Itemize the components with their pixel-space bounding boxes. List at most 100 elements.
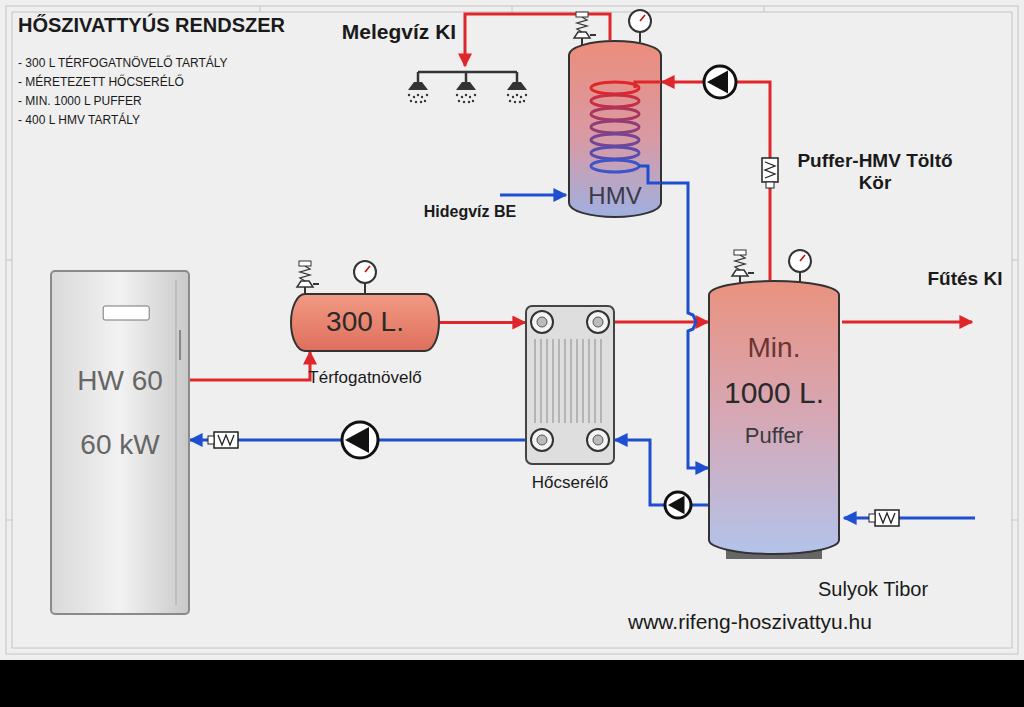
shower-head	[516, 94, 518, 96]
spec-list-item: - 400 L HMV TARTÁLY	[18, 114, 140, 128]
free-label: - MIN. 1000 L PUFFER	[18, 95, 142, 109]
circulation-pump	[707, 70, 728, 93]
pressure-gauge	[365, 266, 370, 272]
free-label: Melegvíz KI	[338, 20, 460, 44]
coil-winding	[591, 95, 639, 107]
shower-head	[456, 72, 476, 103]
pressure-gauge	[800, 255, 805, 261]
pipe-connector	[662, 82, 770, 280]
plate-line	[571, 339, 572, 423]
shower-head	[456, 82, 476, 90]
shower-head	[520, 96, 522, 98]
circulation-pump	[668, 496, 685, 515]
shower-head	[415, 101, 417, 103]
shower-head	[509, 100, 511, 102]
valve-symbol	[879, 513, 895, 523]
shower-head	[516, 72, 519, 82]
free-label: Puffer-HMV Töltő Kör	[795, 150, 955, 194]
port-ring	[531, 311, 553, 333]
node-text: Puffer	[745, 423, 803, 448]
safety-valve	[297, 281, 313, 287]
free-label: - 400 L HMV TARTÁLY	[18, 114, 140, 128]
safety-valve	[299, 261, 311, 266]
valve-symbol	[869, 514, 875, 522]
node-text: HMV	[588, 182, 641, 210]
port-hole	[537, 317, 547, 327]
circulation-pump	[665, 492, 691, 518]
node-text: HW 60	[77, 365, 163, 397]
plate-line	[553, 339, 554, 423]
pipe-label: Melegvíz KI	[338, 20, 460, 44]
port-ring	[531, 429, 553, 451]
safety-valve	[732, 270, 748, 276]
plate-line	[577, 339, 578, 423]
plate-line	[589, 339, 590, 423]
free-label: - 300 L TÉRFOGATNÖVELŐ TARTÁLY	[18, 57, 228, 71]
coil-winding	[591, 108, 639, 120]
plate-line	[535, 339, 536, 423]
node-body	[525, 305, 615, 465]
circulation-pump	[665, 492, 691, 518]
door-handle	[179, 330, 181, 360]
safety-valve	[590, 34, 596, 36]
plate-line	[565, 339, 566, 423]
exchanger-frame	[526, 306, 614, 464]
coil-inlet	[635, 82, 661, 88]
shower-head	[408, 82, 428, 90]
valve-symbol	[208, 436, 214, 444]
shower-head	[410, 100, 412, 102]
shower-head	[413, 96, 415, 98]
shower-head	[426, 94, 428, 96]
node-caption-text: Térfogatnövelő	[308, 368, 421, 388]
door-seam	[176, 280, 177, 605]
shower-head	[461, 96, 463, 98]
hot-water-tank: HMV	[568, 40, 662, 218]
cold-water-pipe	[500, 194, 566, 197]
shower-rail	[418, 71, 517, 74]
node-outline	[525, 305, 615, 465]
node-body: Min.1000 L.Puffer	[708, 280, 840, 555]
valve-symbol	[214, 432, 238, 448]
free-label: - MÉRETEZETT HŐCSERÉLŐ	[18, 76, 184, 90]
shower-head	[474, 94, 476, 96]
author-credit: www.rifeng-hoszivattyu.hu	[628, 610, 872, 634]
cold-in-pipe	[844, 517, 975, 520]
shower-head	[417, 94, 419, 96]
shower-head	[408, 94, 410, 96]
shower-head	[519, 101, 521, 103]
pressure-gauge	[640, 15, 645, 21]
node-caption: Hőcserélő	[485, 473, 655, 493]
pressure-gauge	[354, 261, 376, 293]
valve-symbol	[762, 158, 778, 182]
node-outline	[708, 280, 840, 555]
shower-rail	[418, 71, 517, 74]
circulation-pump	[342, 422, 378, 458]
circulation-pump	[345, 427, 369, 453]
plate-line	[583, 339, 584, 423]
safety-valve	[297, 261, 319, 295]
shower-head	[465, 72, 468, 82]
pipe-connector	[440, 321, 525, 324]
safety-valve	[734, 250, 746, 255]
shower-head	[468, 101, 470, 103]
free-label: Fűtés KI	[922, 268, 1008, 290]
pipe-connector	[615, 440, 708, 505]
free-label: www.rifeng-hoszivattyu.hu	[628, 610, 872, 634]
shower-head	[458, 100, 460, 102]
pressure-gauge	[364, 283, 366, 293]
coil-winding	[591, 147, 639, 159]
plate-line	[601, 339, 602, 423]
circulation-pump	[704, 66, 736, 98]
node-text: 300 L.	[326, 306, 404, 338]
shower-head	[465, 94, 467, 96]
pressure-gauge	[799, 272, 801, 282]
node-caption-text: Hőcserélő	[532, 473, 609, 493]
safety-valve	[748, 272, 754, 274]
node-body: HMV	[568, 40, 662, 218]
shower-head	[424, 100, 426, 102]
safety-valve	[732, 250, 754, 284]
buffer-tank: Min.1000 L.Puffer	[708, 280, 840, 555]
coil-winding	[591, 134, 639, 146]
